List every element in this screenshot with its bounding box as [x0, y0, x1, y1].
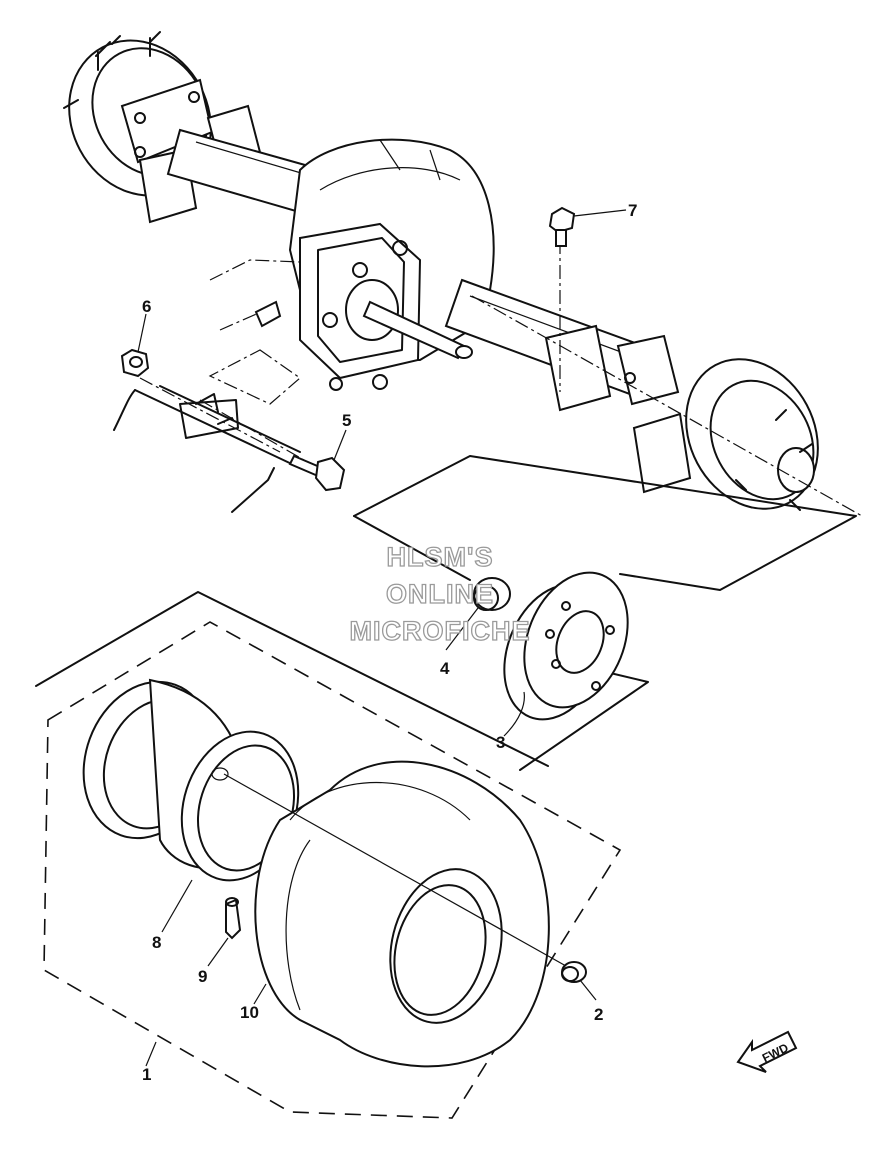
part-8-wheel-rim — [82, 678, 300, 882]
callout-2: 2 — [594, 1005, 603, 1024]
rear-axle-assembly — [63, 31, 819, 511]
part-9-valve-stem — [225, 897, 242, 940]
callout-10: 10 — [240, 1003, 259, 1022]
callout-4: 4 — [440, 659, 450, 678]
part-10-tire — [254, 760, 550, 1068]
callout-1: 1 — [142, 1065, 151, 1084]
callout-3: 3 — [496, 733, 505, 752]
part-3-wheel-hub — [503, 571, 629, 721]
callout-8: 8 — [152, 933, 161, 952]
mounting-bracket — [113, 385, 301, 513]
part-7-bolt — [548, 206, 576, 247]
wheel-group-frame — [35, 591, 549, 767]
part-4-hub-cap — [473, 577, 511, 611]
callout-6: 6 — [142, 297, 151, 316]
watermark-line-3: MICROFICHE — [350, 616, 531, 646]
hub-group-frame — [353, 455, 857, 771]
watermark: HLSM'S ONLINE MICROFICHE — [349, 541, 531, 646]
watermark-line-1: HLSM'S — [387, 542, 494, 572]
leader-lines — [137, 209, 627, 1067]
part-5-bolt — [288, 454, 346, 492]
part-2-wheel-nut — [561, 961, 587, 983]
watermark-line-2: ONLINE — [386, 579, 494, 609]
part-6-flange-nut — [120, 348, 150, 378]
callout-7: 7 — [628, 201, 637, 220]
callout-5: 5 — [342, 411, 351, 430]
wheel-assembly-outline — [43, 621, 622, 1119]
forward-direction-arrow-icon: FWD — [736, 1030, 798, 1073]
callout-9: 9 — [198, 967, 207, 986]
